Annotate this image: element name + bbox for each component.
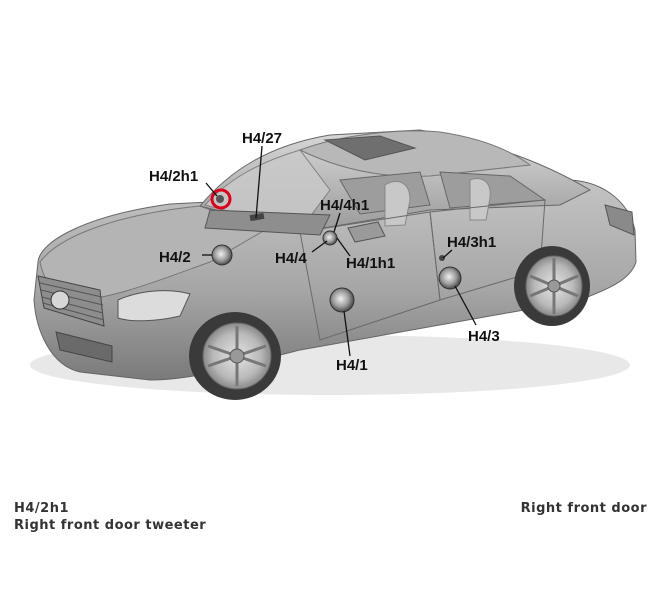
leader-h4-4 <box>311 240 328 253</box>
dashboard <box>204 209 331 236</box>
h4-2-speaker <box>211 244 233 266</box>
front-wheel <box>189 312 281 400</box>
component-location: Right front door <box>520 501 647 516</box>
callout-labels: H4/27 H4/2h1 H4/4h1 H4/2 H4/4 H4/1h1 H4/… <box>149 130 500 374</box>
leader-h4-2h1 <box>205 182 218 197</box>
h4-27-speaker <box>249 212 265 222</box>
rear-seat <box>469 178 491 221</box>
rear-wheel <box>514 246 590 326</box>
label-h4-1h1: H4/1h1 <box>346 255 395 272</box>
headlight <box>117 290 191 322</box>
label-h4-27: H4/27 <box>242 130 282 147</box>
sunroof <box>323 135 417 161</box>
component-code: H4/2h1 <box>14 501 70 516</box>
leader-h4-27 <box>255 145 263 219</box>
front-seat <box>384 180 411 227</box>
label-h4-3h1: H4/3h1 <box>447 234 496 251</box>
label-h4-1: H4/1 <box>336 357 368 374</box>
h4-3-speaker <box>438 266 462 290</box>
car-illustration <box>30 129 637 400</box>
label-h4-4h1: H4/4h1 <box>320 197 369 214</box>
speakers <box>211 195 462 313</box>
highlight-ring <box>210 188 232 210</box>
component-name: Right front door tweeter <box>14 518 207 533</box>
side-mirror <box>347 221 386 243</box>
leader-h4-3 <box>454 285 477 326</box>
leader-h4-1h1 <box>336 237 351 257</box>
leader-h4-1 <box>343 310 351 357</box>
h4-3h1-tweeter <box>439 255 445 261</box>
h4-2h1-tweeter <box>216 195 224 203</box>
label-h4-2h1: H4/2h1 <box>149 168 198 185</box>
leader-h4-4h1 <box>333 212 341 233</box>
label-h4-4: H4/4 <box>275 250 307 267</box>
label-h4-2: H4/2 <box>159 249 191 266</box>
h4-1-speaker <box>329 287 355 313</box>
brand-emblem <box>50 290 70 310</box>
label-h4-3: H4/3 <box>468 328 500 345</box>
leader-lines <box>202 145 477 357</box>
front-bumper-intake <box>55 331 113 363</box>
tail-light <box>604 204 635 236</box>
leader-h4-3h1 <box>442 249 453 259</box>
